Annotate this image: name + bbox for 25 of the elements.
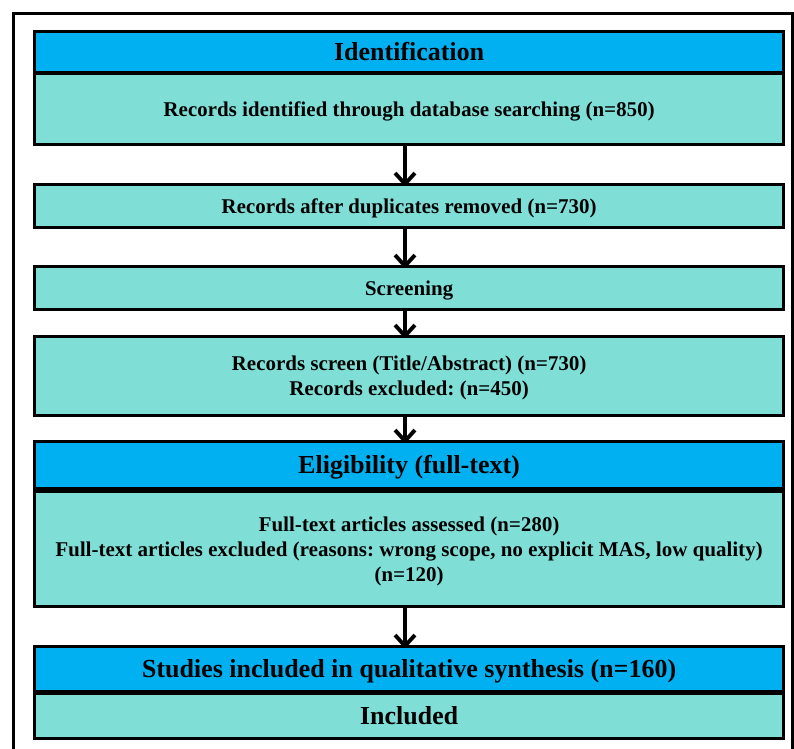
stage-header (33, 30, 785, 74)
box-text: Records after duplicates removed (n=730) (221, 194, 597, 218)
box-text: Included (360, 701, 458, 731)
arrow (393, 229, 417, 268)
process-box (33, 265, 785, 311)
box-text: Records screen (Title/Abstract) (n=730) (232, 351, 586, 376)
box-text: Records excluded: (n=450) (288, 376, 530, 401)
arrow (393, 417, 417, 443)
box-text: Full-text articles excluded (reasons: wrong scope, no explicit MAS, low quality) (n=120) (54, 536, 764, 586)
box-text: Studies included in qualitative synthesis (n=160) (142, 654, 676, 684)
arrow (393, 311, 417, 338)
process-box (33, 183, 785, 229)
arrow (393, 608, 417, 648)
process-box (33, 335, 785, 417)
box-text: Identification (334, 37, 484, 67)
stage-header (33, 645, 785, 693)
box-text: Records identified through database searching (n=850) (163, 96, 655, 122)
box-text: Eligibility (full-text) (298, 450, 520, 480)
process-box (33, 72, 785, 146)
process-box (33, 490, 785, 608)
stage-header (33, 440, 785, 490)
process-box (33, 692, 785, 740)
box-text: Screening (364, 276, 454, 300)
box-text: Full-text articles assessed (n=280) (258, 512, 560, 536)
arrow (393, 146, 417, 186)
